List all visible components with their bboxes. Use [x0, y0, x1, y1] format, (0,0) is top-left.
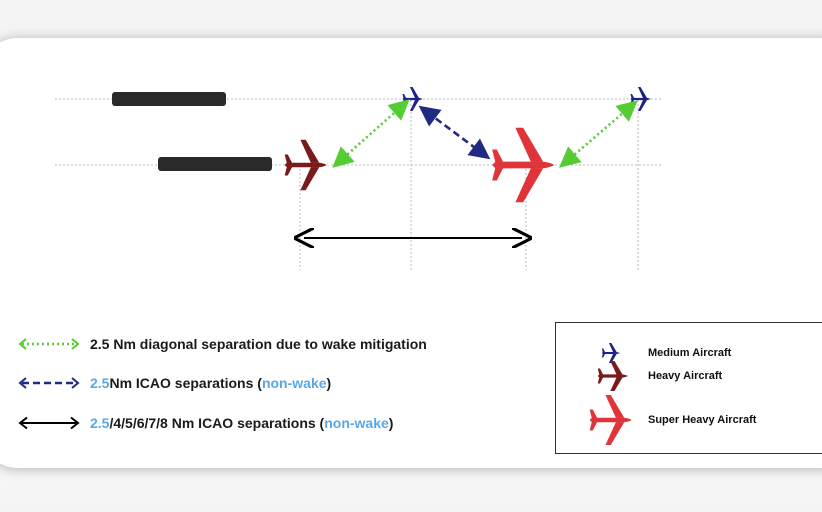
aircraft-legend-super-heavy: Super Heavy Aircraft: [576, 395, 756, 445]
legend-distance-close: ): [388, 415, 394, 431]
wake-separation-arrow-2: [559, 100, 638, 168]
medium-aircraft-label: Medium Aircraft: [648, 347, 732, 359]
legend-wake-text: 2.5 Nm diagonal separation due to wake m…: [90, 336, 427, 352]
legend-distance-value: 2.5: [90, 415, 110, 431]
aircraft-legend: Medium Aircraft Heavy Aircraft Super Hea…: [555, 322, 822, 454]
legend-distance-text: /4/5/6/7/8 Nm ICAO separations (: [109, 415, 325, 431]
black-arrow-icon: [18, 416, 80, 430]
heavy-aircraft: [284, 139, 327, 191]
runway-bar-bottom: [158, 157, 272, 171]
super-heavy-aircraft-icon: [589, 395, 632, 445]
medium-aircraft-1: [402, 87, 423, 111]
runway-bar-top: [112, 92, 226, 106]
legend-icao-value: 2.5: [90, 375, 110, 391]
green-dotted-arrow-icon: [18, 338, 80, 350]
wake-separation-arrow-1: [332, 99, 410, 168]
legend-icao-row: 2.5 Nm ICAO separations (non-wake): [18, 372, 331, 394]
legend-wake-row: 2.5 Nm diagonal separation due to wake m…: [18, 333, 427, 355]
heavy-aircraft-icon: [597, 361, 628, 391]
legend-icao-close: ): [326, 375, 332, 391]
blue-dashed-arrow-icon: [18, 377, 80, 389]
aircraft-legend-medium: Medium Aircraft: [576, 343, 731, 363]
super-heavy-aircraft: [492, 127, 555, 203]
legend-distance-row: 2.5/4/5/6/7/8 Nm ICAO separations (non-w…: [18, 412, 393, 434]
legend-distance-nonwake: non-wake: [324, 415, 389, 431]
heavy-aircraft-label: Heavy Aircraft: [648, 370, 723, 382]
aircraft-legend-heavy: Heavy Aircraft: [576, 361, 722, 391]
icao-separation-arrow: [418, 105, 491, 160]
medium-aircraft-icon: [601, 343, 620, 363]
legend-icao-nonwake: non-wake: [261, 375, 327, 391]
legend-icao-text: Nm ICAO separations (: [109, 375, 262, 391]
medium-aircraft-2: [630, 87, 651, 111]
super-heavy-aircraft-label: Super Heavy Aircraft: [648, 414, 757, 426]
